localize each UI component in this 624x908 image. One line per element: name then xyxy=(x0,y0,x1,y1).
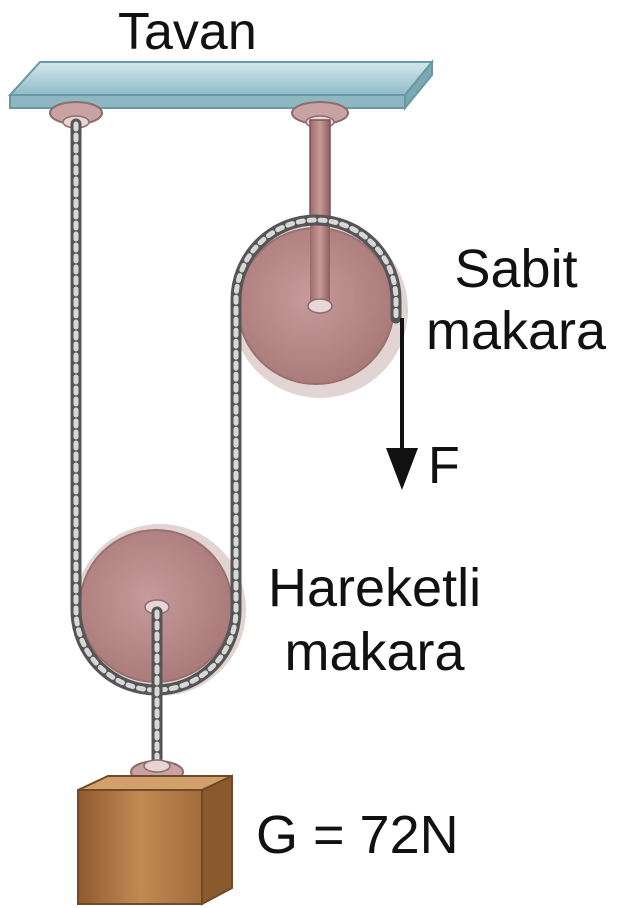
force-arrow xyxy=(386,318,418,490)
fixed-pulley xyxy=(232,222,408,398)
fixed-pulley-label: Sabit makara xyxy=(426,238,606,362)
ceiling-label: Tavan xyxy=(118,3,257,61)
moving-pulley xyxy=(74,524,246,696)
moving-pulley-label-line2: makara xyxy=(284,622,465,682)
fixed-pulley-label-line1: Sabit xyxy=(454,239,578,299)
rope xyxy=(70,118,402,776)
weight-label: G = 72N xyxy=(256,805,459,865)
moving-pulley-label: Hareketli makara xyxy=(268,556,481,684)
force-label: F xyxy=(428,437,460,495)
fixed-pulley-label-line2: makara xyxy=(426,301,607,361)
moving-pulley-label-line1: Hareketli xyxy=(268,558,482,618)
weight-block xyxy=(77,774,233,906)
